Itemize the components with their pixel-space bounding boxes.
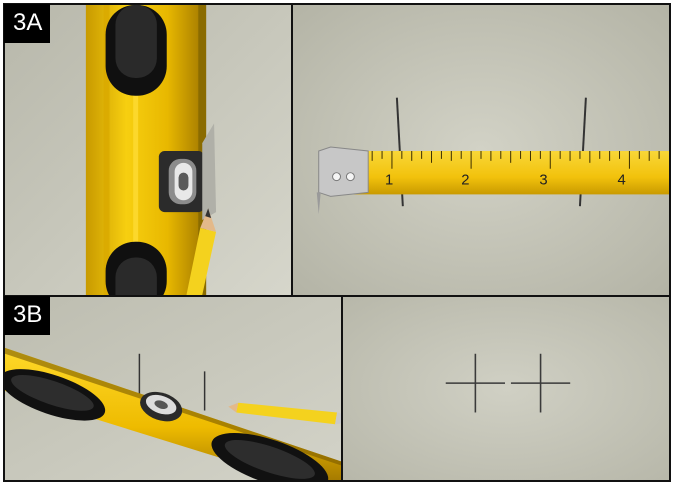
panel-3b-crosshair-marks	[341, 295, 671, 482]
tape-measure-illustration: 1 2 3 4	[293, 5, 669, 295]
panel-3a-level-vertical	[3, 3, 293, 297]
tape-number: 3	[539, 173, 547, 189]
crosshair-marks	[445, 353, 571, 413]
crosshair-marks-illustration	[343, 297, 669, 480]
panel-3b-level-horizontal	[3, 295, 343, 482]
step-label-3b: 3B	[4, 296, 51, 335]
tape-number: 2	[461, 173, 469, 189]
tape-number: 4	[618, 173, 626, 189]
panel-3a-tape-measure: 1 2 3 4	[291, 3, 671, 297]
level-horizontal-illustration	[5, 297, 341, 480]
level-vertical-illustration	[5, 5, 291, 295]
tape-number: 1	[385, 173, 393, 189]
step-label-3a: 3A	[4, 4, 51, 43]
